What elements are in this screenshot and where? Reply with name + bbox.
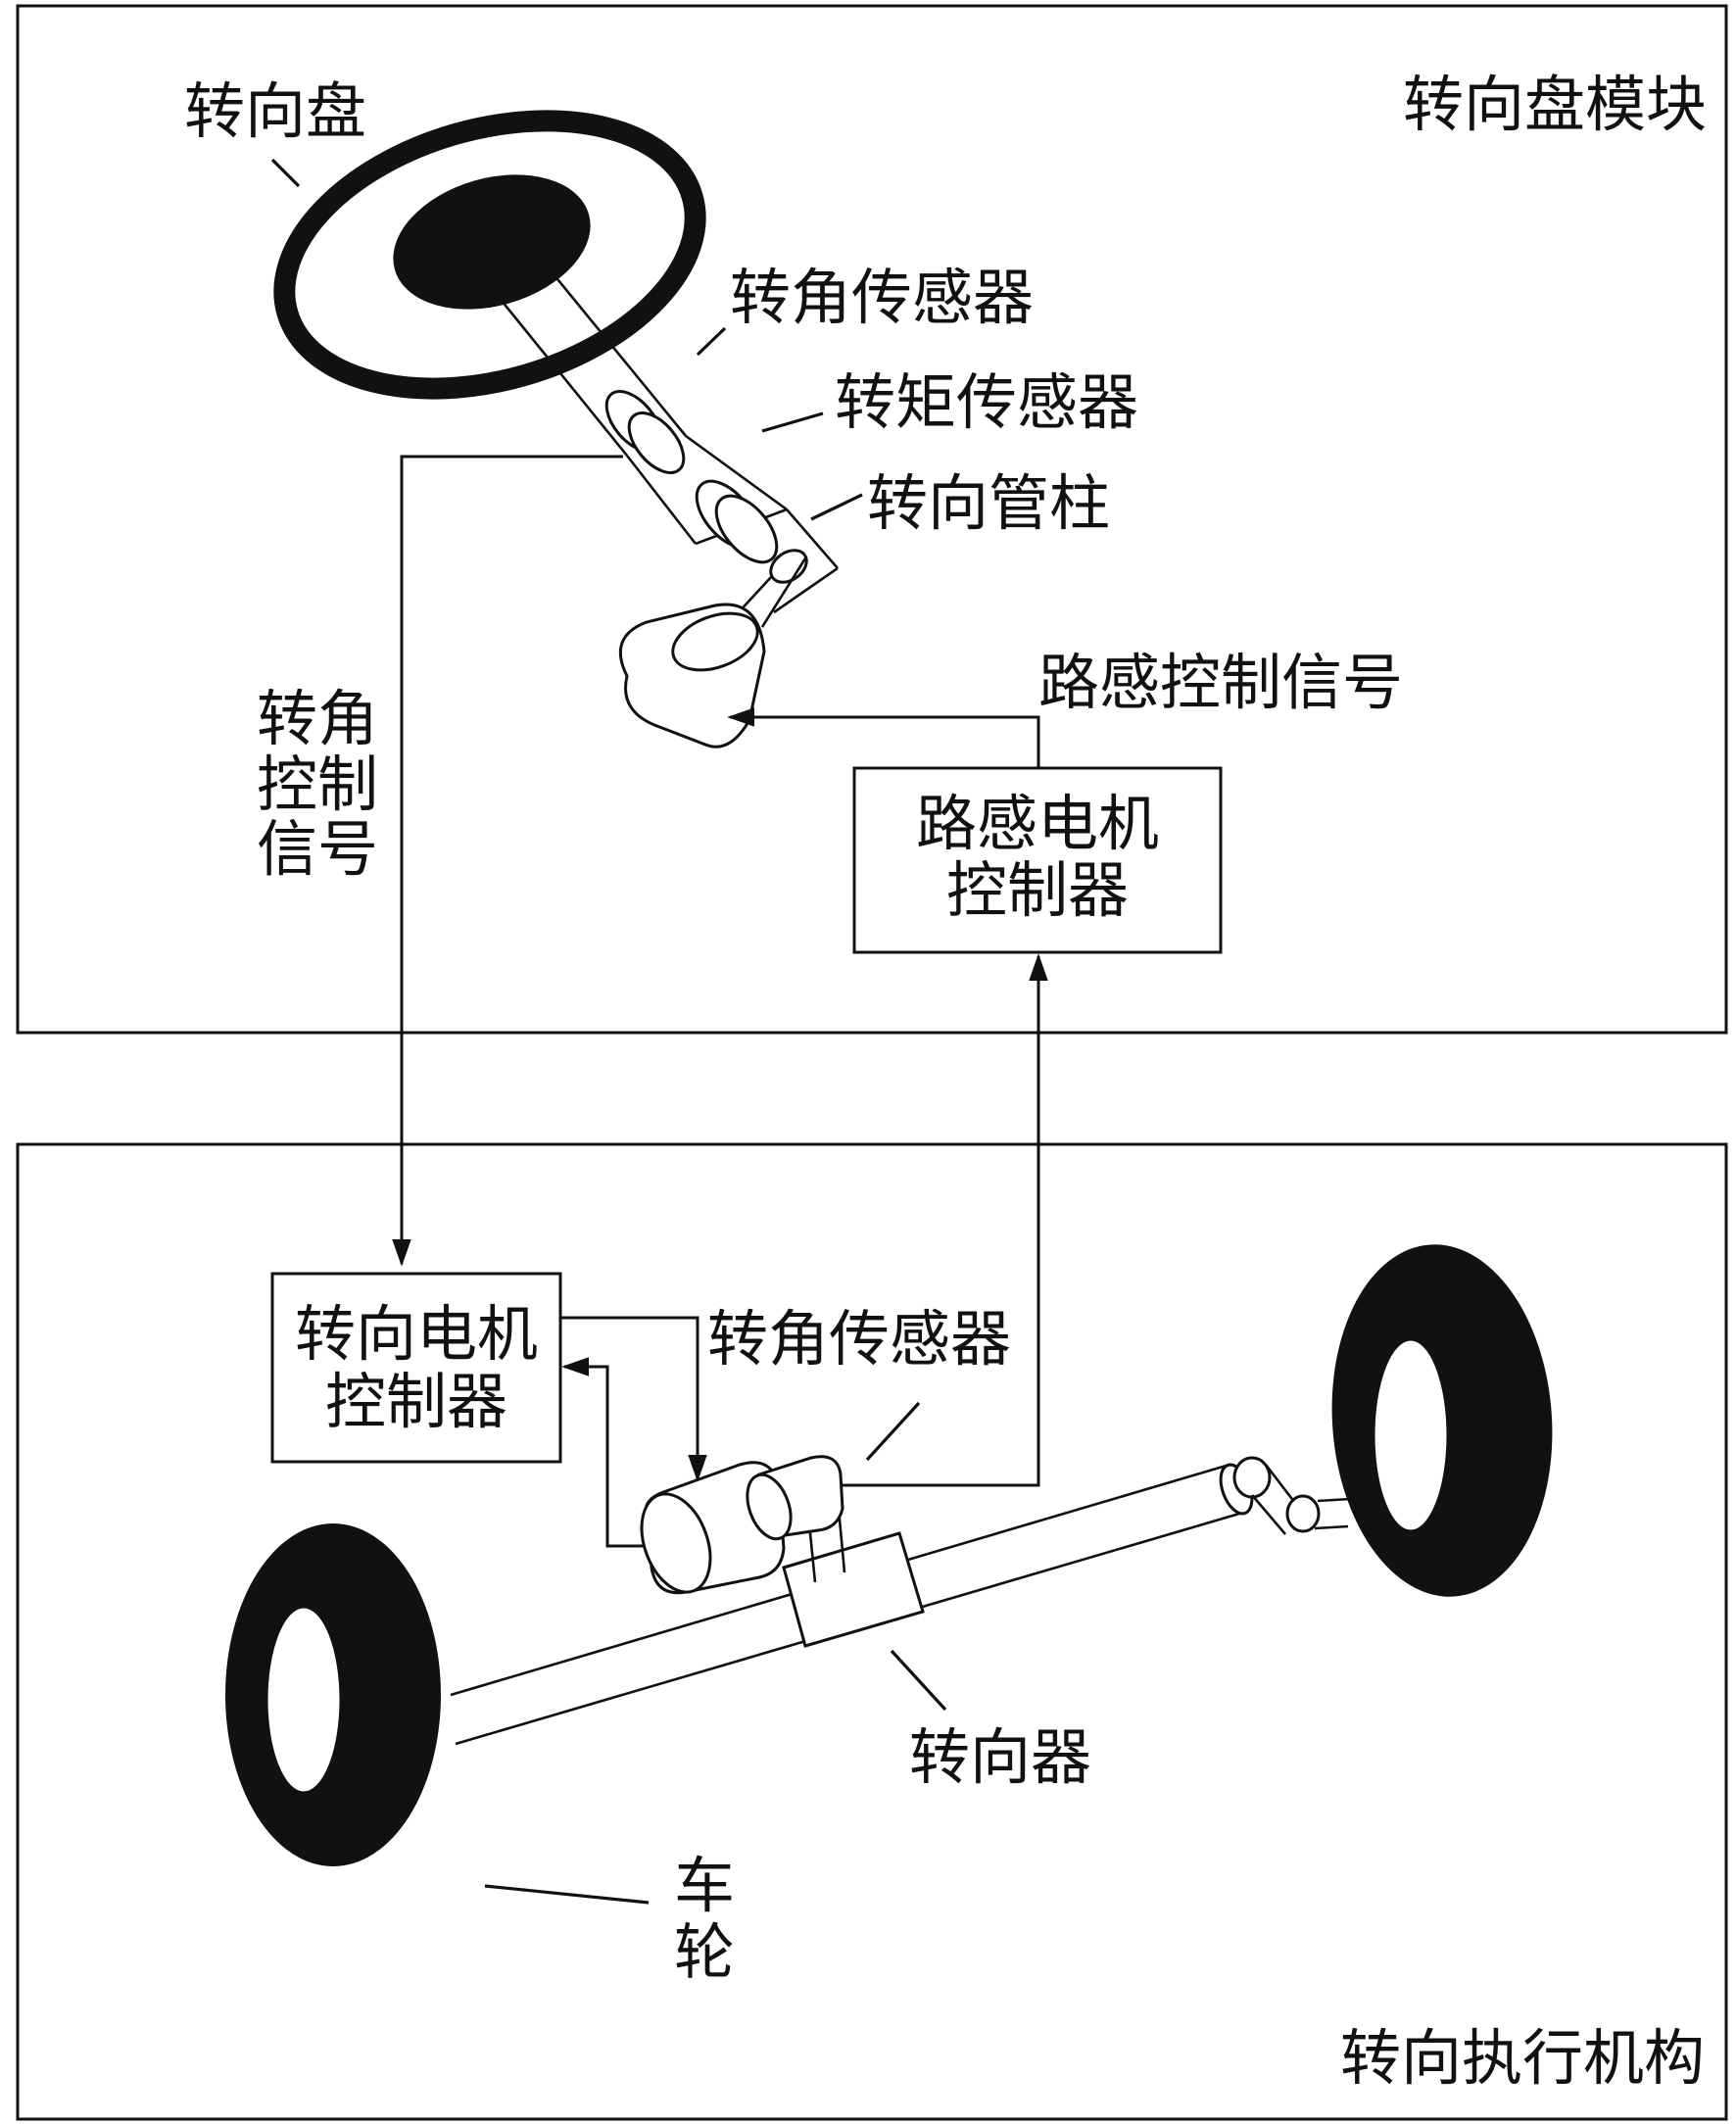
angle-sensor-bottom-leader <box>865 1401 921 1462</box>
angle-sensor-rings <box>604 390 686 474</box>
torque-sensor-label: 转矩传感器 <box>835 366 1138 438</box>
steering-wheel-hub <box>393 174 591 310</box>
steering-wheel-module-label: 转向盘模块 <box>1403 69 1707 140</box>
svg-text:控制器: 控制器 <box>325 1366 507 1437</box>
svg-text:路感电机: 路感电机 <box>916 788 1159 859</box>
svg-text:转角: 转角 <box>257 683 378 754</box>
svg-text:转向电机: 转向电机 <box>295 1298 538 1370</box>
svg-text:轮: 轮 <box>674 1916 735 1988</box>
wheel-label: 车 轮 <box>674 1850 735 1988</box>
steering-wheel-module-frame <box>16 4 1728 1035</box>
steering-actuator-label: 转向执行机构 <box>1340 2022 1705 2094</box>
svg-text:控制: 控制 <box>257 749 378 820</box>
road-feel-motor <box>618 603 766 749</box>
svg-text:车: 车 <box>674 1850 735 1921</box>
steering-wheel-leader <box>270 158 301 188</box>
steering-column-label: 转向管柱 <box>867 467 1110 539</box>
angle-control-signal-label: 转角 控制 信号 <box>257 683 378 885</box>
steering-column-leader <box>810 493 863 521</box>
angle-sensor-top-leader <box>696 326 727 357</box>
steering-wheel <box>273 110 706 400</box>
controller-to-motor-arrow <box>560 1316 707 1482</box>
angle-sensor-feedback-arrow <box>831 953 1048 1487</box>
angle-sensor-bottom-label: 转角传感器 <box>707 1303 1011 1375</box>
steering-gear-leader <box>890 1649 947 1712</box>
wheel-right <box>1331 1244 1553 1597</box>
road-feel-motor-controller: 路感电机 控制器 <box>852 766 1223 954</box>
road-feel-signal-label: 路感控制信号 <box>1038 647 1403 718</box>
steering-gear-label: 转向器 <box>909 1721 1091 1793</box>
steering-wheel-label: 转向盘 <box>184 75 366 147</box>
torque-sensor-rings <box>695 479 779 564</box>
steering-motor-controller: 转向电机 控制器 <box>270 1272 562 1464</box>
road-feel-signal-arrow <box>727 707 1040 768</box>
angle-sensor-top-label: 转角传感器 <box>730 262 1034 333</box>
wheel-leader <box>484 1884 650 1905</box>
torque-sensor-leader <box>761 411 824 433</box>
svg-text:信号: 信号 <box>257 813 378 885</box>
svg-text:控制器: 控制器 <box>946 854 1129 926</box>
tie-rod-right <box>1232 1456 1351 1535</box>
steering-column <box>496 273 839 614</box>
motor-to-controller-arrow <box>561 1357 674 1548</box>
steering-actuator-frame <box>16 1142 1728 2121</box>
wheel-left <box>225 1523 441 1866</box>
column-pin <box>724 549 808 628</box>
angle-sensor-bottom <box>746 1455 844 1541</box>
angle-control-signal-arrow <box>392 455 623 1267</box>
